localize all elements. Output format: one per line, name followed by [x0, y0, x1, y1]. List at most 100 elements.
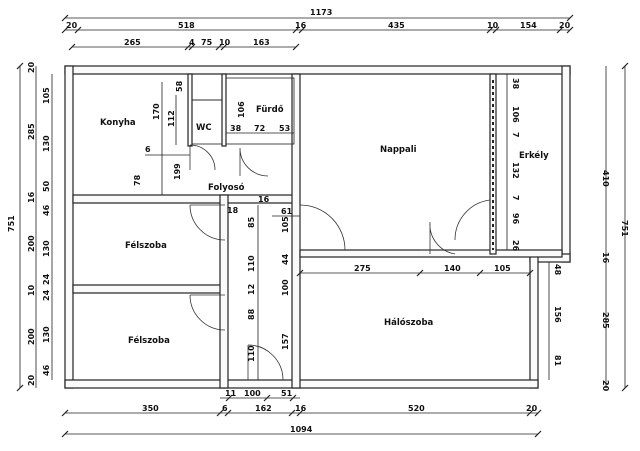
dimension-label: 20 — [66, 21, 78, 30]
dim-top-total: 1173 — [310, 8, 332, 17]
dimension-label: 518 — [178, 21, 195, 30]
room-nappali: Nappali — [380, 145, 417, 155]
erkely-dimensions: 38 106 7 132 7 96 26 — [506, 74, 520, 252]
dim-right-total: 751 — [620, 220, 629, 237]
dimension-label: 96 — [511, 213, 520, 225]
dimension-label: 6 — [145, 145, 151, 154]
bedroom-dimensions: 275 140 105 48 156 81 — [296, 262, 562, 380]
dimension-label: 285 — [601, 312, 610, 329]
dimension-label: 110 — [247, 255, 256, 272]
dimension-label: 154 — [520, 21, 537, 30]
dimension-label: 11 — [225, 389, 237, 398]
dimension-label: 10 — [487, 21, 499, 30]
room-furdo: Fürdő — [256, 105, 284, 115]
interior-walls — [72, 73, 563, 389]
dimension-label: 199 — [173, 163, 182, 180]
room-folyoso: Folyosó — [208, 182, 245, 193]
dimension-label: 7 — [511, 195, 520, 201]
top-dimensions: 1173 20 518 16 435 10 154 20 265 4 75 10… — [61, 8, 574, 51]
dimension-label: 106 — [511, 106, 520, 123]
dimension-label: 16 — [601, 252, 610, 264]
dimension-label: 46 — [42, 364, 51, 376]
doors — [189, 144, 491, 381]
dimension-label: 132 — [511, 162, 520, 179]
dimension-label: 140 — [444, 264, 461, 273]
dimension-label: 7 — [511, 132, 520, 138]
dimension-label: 6 — [222, 404, 228, 413]
dimension-label: 105 — [494, 264, 511, 273]
dim-bottom-total: 1094 — [290, 425, 313, 434]
dimension-label: 275 — [354, 264, 371, 273]
dimension-label: 163 — [253, 38, 270, 47]
dimension-label: 20 — [526, 404, 538, 413]
dimension-label: 16 — [295, 404, 307, 413]
room-erkely: Erkély — [519, 150, 549, 161]
dimension-label: 53 — [279, 124, 290, 133]
dimension-label: 50 — [42, 180, 51, 192]
room-haloszoba: Hálószoba — [384, 317, 434, 328]
dimension-label: 26 — [511, 240, 520, 252]
dimension-label: 200 — [27, 328, 36, 345]
dimension-label: 112 — [167, 110, 176, 127]
dimension-label: 12 — [247, 284, 256, 295]
dimension-label: 285 — [27, 123, 36, 140]
dimension-label: 20 — [601, 380, 610, 392]
dimension-label: 130 — [42, 135, 51, 152]
room-wc: WC — [196, 123, 212, 133]
dimension-label: 16 — [258, 195, 270, 204]
dimension-label: 38 — [511, 78, 520, 90]
room-konyha: Konyha — [100, 118, 136, 128]
left-dimensions: 751 20 285 16 200 10 200 20 105 130 50 4… — [7, 61, 53, 392]
dimension-label: 106 — [237, 101, 246, 118]
dimension-label: 24 — [42, 289, 51, 301]
dimension-label: 410 — [601, 170, 610, 187]
dimension-label: 18 — [227, 206, 239, 215]
dim-left-total: 751 — [7, 215, 16, 232]
dimension-label: 16 — [27, 191, 36, 203]
kitchen-dimensions: 170 112 58 78 6 199 — [133, 80, 190, 195]
dimension-label: 20 — [559, 21, 571, 30]
dimension-label: 78 — [133, 174, 142, 186]
dimension-label: 350 — [142, 404, 159, 413]
dimension-label: 61 — [281, 207, 293, 216]
dimension-label: 435 — [388, 21, 405, 30]
outer-walls — [64, 65, 571, 389]
dimension-label: 10 — [219, 38, 231, 47]
dimension-label: 48 — [553, 264, 562, 276]
dimension-label: 51 — [281, 389, 293, 398]
room-felszoba-2: Félszoba — [128, 335, 170, 346]
right-dimensions: 410 16 285 20 751 — [601, 62, 629, 392]
dimension-label: 75 — [201, 38, 213, 47]
dimension-label: 265 — [124, 38, 141, 47]
dimension-label: 105 — [281, 216, 290, 233]
dimension-label: 10 — [27, 284, 36, 296]
dimension-label: 100 — [244, 389, 261, 398]
dimension-label: 16 — [295, 21, 307, 30]
dimension-label: 157 — [281, 333, 290, 350]
dimension-label: 58 — [175, 80, 184, 92]
dimension-label: 130 — [42, 240, 51, 257]
dimension-label: 20 — [27, 61, 36, 73]
dimension-label: 81 — [553, 355, 562, 367]
dimension-label: 24 — [42, 273, 51, 285]
corridor-dimensions: 18 85 110 12 88 110 16 61 105 44 100 157 — [227, 195, 300, 380]
room-felszoba-1: Félszoba — [125, 240, 167, 251]
dimension-label: 170 — [152, 103, 161, 120]
dimension-label: 46 — [42, 204, 51, 216]
dimension-label: 520 — [408, 404, 425, 413]
dimension-label: 4 — [189, 38, 195, 47]
dimension-label: 20 — [27, 374, 36, 386]
dimension-label: 72 — [254, 124, 265, 133]
room-labels: Konyha Fürdő WC Nappali Erkély Folyosó F… — [100, 105, 549, 346]
dimension-label: 85 — [247, 216, 256, 228]
bottom-dimensions: 11 100 51 350 6 162 16 520 20 1094 — [61, 389, 542, 438]
dimension-label: 162 — [255, 404, 272, 413]
dimension-label: 110 — [247, 345, 256, 362]
dimension-label: 88 — [247, 308, 256, 320]
dimension-label: 156 — [553, 306, 562, 323]
dimension-label: 38 — [230, 124, 242, 133]
bath-dimensions: 106 38 72 53 — [226, 101, 294, 134]
dimension-label: 130 — [42, 326, 51, 343]
dimension-label: 200 — [27, 235, 36, 252]
